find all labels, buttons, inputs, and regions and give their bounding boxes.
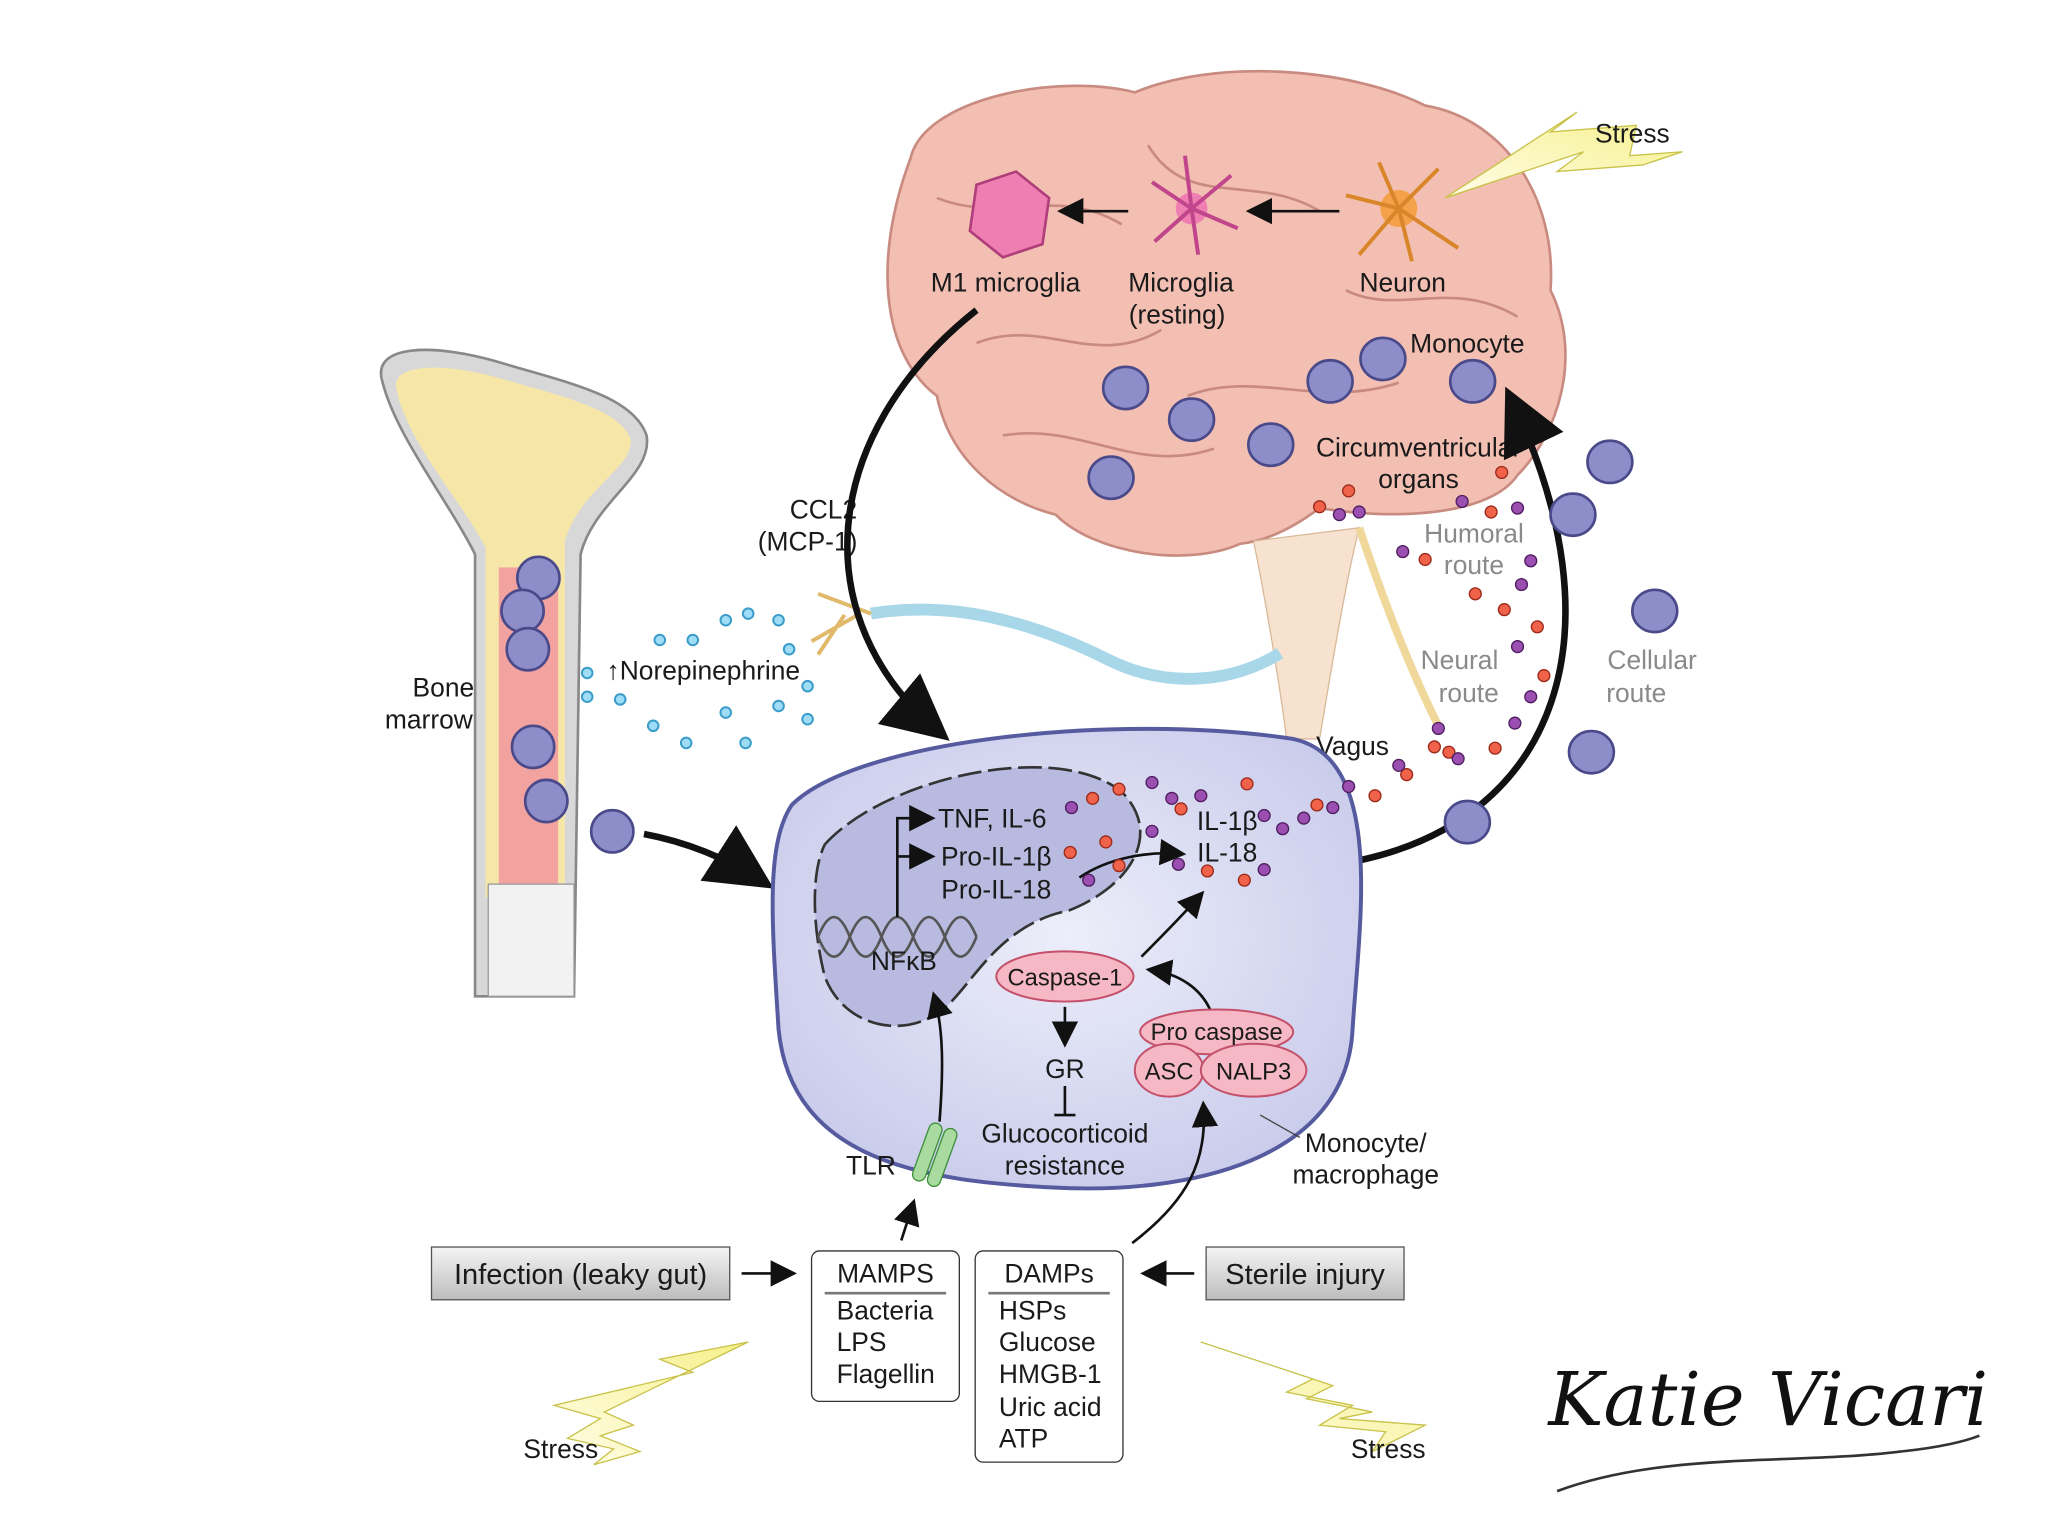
stress-bolt-left bbox=[551, 1341, 749, 1466]
caspase1-label: Caspase-1 bbox=[1007, 965, 1122, 992]
dna-icon bbox=[816, 916, 978, 958]
damps-item: ATP bbox=[999, 1424, 1048, 1454]
monocyte-label: Monocyte bbox=[1410, 328, 1524, 358]
il18-label: IL-18 bbox=[1197, 838, 1257, 868]
cellular-route-label-2: route bbox=[1606, 678, 1666, 708]
humoral-route-label: Humoral bbox=[1424, 518, 1524, 548]
mcp1-label: (MCP-1) bbox=[758, 526, 858, 556]
norepinephrine-label: ↑Norepinephrine bbox=[607, 656, 801, 686]
stress-label-right: Stress bbox=[1351, 1434, 1426, 1464]
damps-item: HSPs bbox=[999, 1296, 1066, 1326]
bone-marrow-label: Bone bbox=[413, 673, 475, 703]
inhibition-bar bbox=[1054, 1086, 1076, 1117]
norepinephrine-particles bbox=[580, 607, 814, 750]
microglia-resting-label: (resting) bbox=[1129, 299, 1226, 329]
artist-signature: Katie Vicari bbox=[1546, 1357, 1988, 1443]
m1-microglia-label: M1 microglia bbox=[931, 268, 1081, 298]
arrow-tlr-to-nfkb bbox=[927, 991, 953, 1122]
stress-label-left: Stress bbox=[523, 1434, 598, 1464]
stress-label-top: Stress bbox=[1595, 119, 1670, 149]
arrow-inflammasome-to-caspase bbox=[1145, 959, 1212, 1011]
damps-item: Uric acid bbox=[999, 1392, 1102, 1422]
infection-box bbox=[430, 1246, 731, 1301]
cytokine-particles bbox=[1063, 465, 1551, 887]
organs-label: organs bbox=[1378, 464, 1459, 494]
damps-item: HMGB-1 bbox=[999, 1359, 1102, 1389]
nerve-terminal-icon bbox=[810, 591, 872, 656]
mamps-item: Bacteria bbox=[837, 1296, 934, 1326]
resting-microglia-cell bbox=[1150, 155, 1239, 255]
infection-label: Infection (leaky gut) bbox=[454, 1259, 707, 1291]
pro-il18-label: Pro-IL-18 bbox=[941, 875, 1051, 905]
stress-bolt-right bbox=[1200, 1341, 1428, 1454]
arrow-to-tnf bbox=[896, 804, 936, 918]
arrow-pro-to-mature bbox=[1078, 838, 1187, 879]
tnf-il6-label: TNF, IL-6 bbox=[938, 803, 1046, 833]
mamps-item: LPS bbox=[837, 1327, 887, 1357]
arrow-caspase-to-il bbox=[1140, 890, 1205, 958]
mamps-item: Flagellin bbox=[837, 1359, 935, 1389]
neural-route-label-2: route bbox=[1439, 678, 1499, 708]
neural-route-nerve bbox=[1355, 526, 1442, 728]
bone-to-cell-arrow bbox=[643, 825, 774, 889]
ccl2-arrow bbox=[844, 307, 979, 741]
leader-line bbox=[1259, 1114, 1301, 1139]
monocyte-macrophage-label: Monocyte/ bbox=[1305, 1128, 1427, 1158]
neuron-label: Neuron bbox=[1359, 268, 1446, 298]
humoral-route-label-2: route bbox=[1444, 550, 1504, 580]
asc-label: ASC bbox=[1145, 1058, 1194, 1085]
neuron-cell bbox=[1345, 161, 1460, 262]
nalp3-label: NALP3 bbox=[1216, 1058, 1291, 1085]
pro-caspase-label: Pro caspase bbox=[1151, 1019, 1283, 1046]
stress-bolt-top bbox=[1444, 111, 1683, 199]
sterile-injury-label: Sterile injury bbox=[1225, 1259, 1385, 1291]
resistance-label: resistance bbox=[1005, 1150, 1125, 1180]
sterile-injury-box bbox=[1205, 1246, 1405, 1301]
nfkb-label: NFκB bbox=[871, 946, 937, 976]
caspase1-shape bbox=[995, 950, 1135, 1003]
cellular-route-label: Cellular bbox=[1607, 645, 1697, 675]
damps-title: DAMPs bbox=[1004, 1259, 1093, 1289]
m1-microglia-cell bbox=[968, 170, 1051, 259]
il1b-label: IL-1β bbox=[1197, 806, 1258, 836]
neural-route-label: Neural bbox=[1421, 645, 1499, 675]
circumventricular-label: Circumventricular bbox=[1316, 433, 1521, 463]
macrophage-label: macrophage bbox=[1292, 1160, 1439, 1190]
damps-item: Glucose bbox=[999, 1327, 1096, 1357]
tlr-label: TLR bbox=[846, 1150, 896, 1180]
brain bbox=[886, 69, 1567, 740]
pro-il1b-label: Pro-IL-1β bbox=[941, 842, 1051, 872]
vagus-nerve bbox=[869, 603, 1284, 685]
signature-underline bbox=[1556, 1434, 1980, 1493]
damps-box bbox=[974, 1250, 1124, 1463]
cellular-route-arrow bbox=[1358, 386, 1569, 864]
arrow-damps-to-inflammasome bbox=[1131, 1100, 1219, 1245]
monocytes bbox=[500, 336, 1679, 854]
glucocorticoid-label: Glucocorticoid bbox=[981, 1119, 1148, 1149]
mamps-box bbox=[810, 1250, 960, 1403]
microglia-label: Microglia bbox=[1128, 268, 1234, 298]
mamps-title: MAMPS bbox=[837, 1259, 934, 1289]
gr-label: GR bbox=[1045, 1054, 1085, 1084]
tlr-receptor-icon bbox=[911, 1122, 958, 1188]
bone-marrow-label-2: marrow bbox=[385, 704, 474, 734]
arrow-mamps-to-tlr bbox=[894, 1198, 920, 1241]
inflammasome bbox=[1133, 1008, 1308, 1098]
